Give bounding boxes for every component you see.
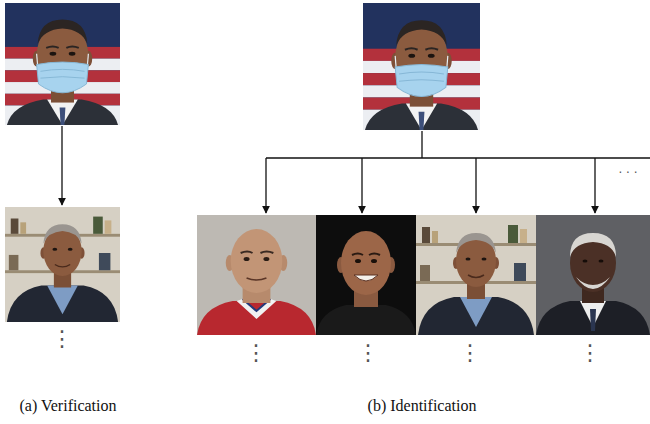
- arrow-line: [421, 131, 422, 158]
- continuation-dots: ⋮: [579, 340, 601, 366]
- face-photo: [5, 3, 650, 335]
- gallery-photo: [197, 215, 316, 335]
- arrow-line: [61, 126, 62, 205]
- branch-line: [266, 157, 650, 158]
- arrow-line: [265, 158, 266, 213]
- gallery-photo: [416, 215, 536, 335]
- continuation-dots: ⋮: [245, 340, 267, 366]
- subfigure-caption: (b) Identification: [368, 396, 477, 416]
- subfigure-caption: (a) Verification: [20, 396, 117, 416]
- arrow-line: [62, 126, 650, 213]
- continuation-dots: ⋮: [459, 340, 481, 366]
- arrow-line: [594, 158, 595, 213]
- continuation-dots: ⋮: [51, 326, 73, 352]
- continuation-dots: ⋮: [357, 340, 379, 366]
- continuation-dots: · · ·: [618, 166, 637, 180]
- arrow-line: [475, 158, 476, 213]
- masked-query-photo: [5, 3, 120, 125]
- gallery-photo: [316, 215, 416, 335]
- gallery-photo: [5, 207, 120, 322]
- masked-query-photo: [363, 3, 480, 130]
- gallery-photo: [536, 215, 650, 335]
- arrow-line: [361, 158, 362, 213]
